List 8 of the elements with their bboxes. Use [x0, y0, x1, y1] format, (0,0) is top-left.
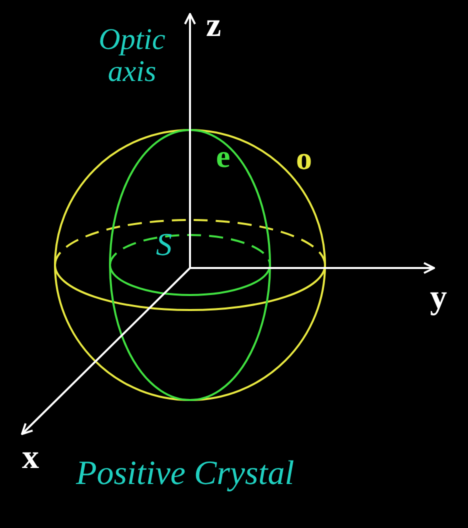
axis-label: x	[22, 440, 39, 476]
curve-label: e	[216, 140, 230, 174]
point-label: S	[156, 228, 172, 262]
axis-label: z	[206, 8, 222, 44]
caption: Positive Crystal	[76, 456, 294, 492]
curve-label: o	[296, 142, 312, 176]
axis-label: Optic axis	[98, 24, 166, 87]
axis-label: y	[430, 280, 447, 316]
